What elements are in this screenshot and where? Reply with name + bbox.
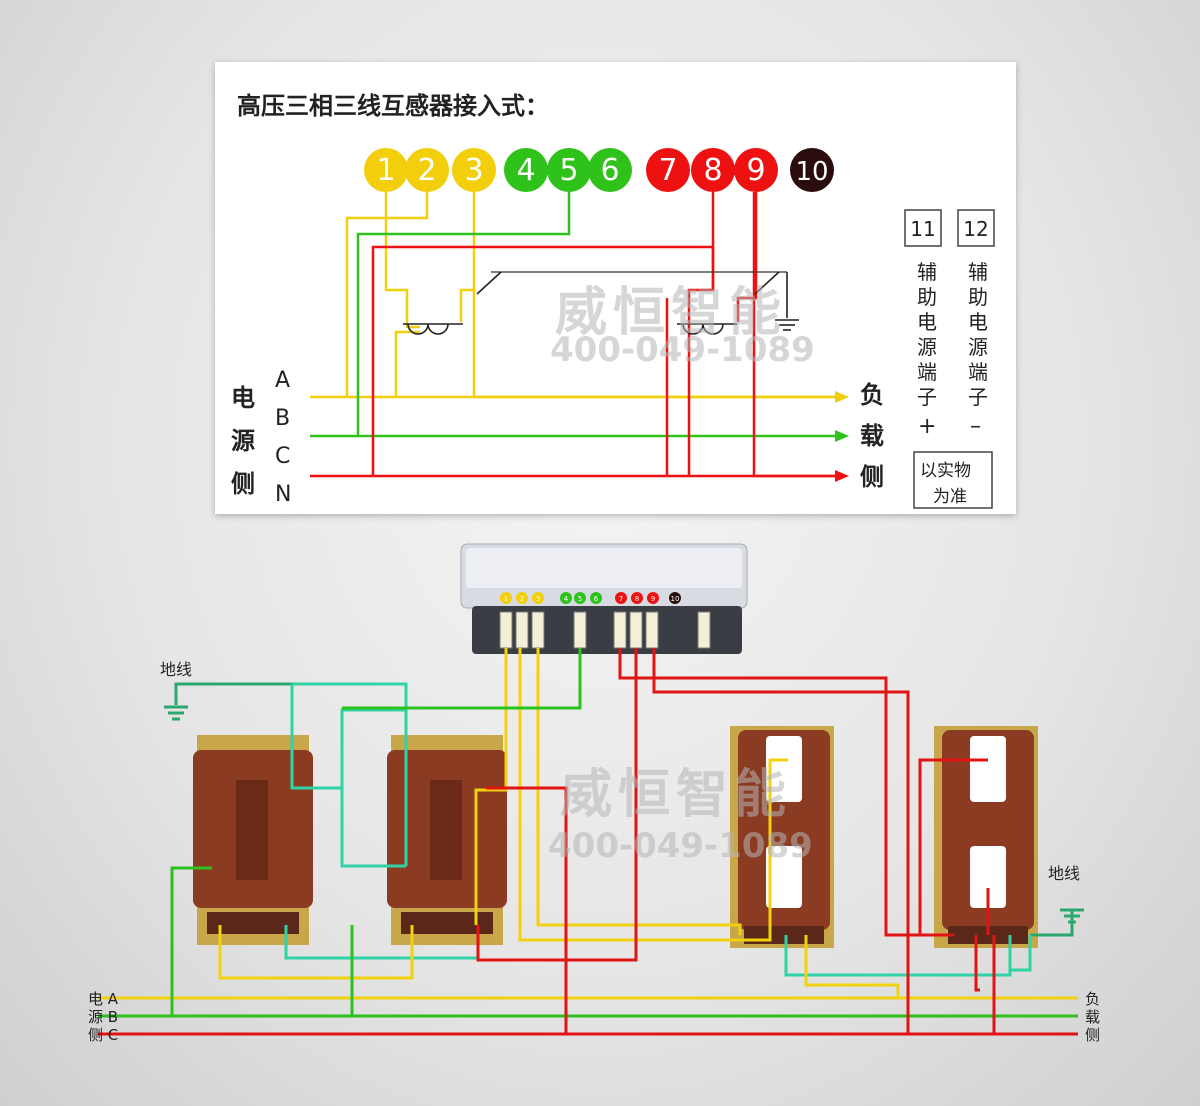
load-arrows xyxy=(835,391,849,482)
red-wires xyxy=(310,192,835,478)
meter-terminal-dots: 1 2 3 4 5 6 7 8 9 10 xyxy=(500,592,681,604)
meter-terminal-2-dot xyxy=(516,592,528,604)
green-wires xyxy=(310,192,835,438)
meter-terminal-6-label: 6 xyxy=(594,595,599,603)
terminal-6-label: 6 xyxy=(600,153,619,188)
terminal-2-circle xyxy=(405,148,449,192)
ground-label-left: 地线 xyxy=(160,660,193,679)
meter-terminal-10-dot xyxy=(669,592,681,604)
bottom-source-labels: 电 A 源 B 侧 C xyxy=(88,990,119,1044)
diagram-title: 高压三相三线互感器接入式： xyxy=(237,92,549,120)
meter-terminal-5-label: 5 xyxy=(578,595,582,603)
terminal-10-label: 10 xyxy=(795,157,828,187)
meter-terminal-7-dot xyxy=(615,592,627,604)
terminal-6-circle xyxy=(588,148,632,192)
terminal-9-circle xyxy=(734,148,778,192)
terminal-7-circle xyxy=(646,148,690,192)
ground-right-icon xyxy=(1030,908,1084,937)
green-wires-bottom xyxy=(98,648,1078,1018)
note-line1: 以实物 xyxy=(920,461,971,481)
meter-terminal-3-dot xyxy=(532,592,544,604)
ct-coils xyxy=(403,271,799,335)
aux-text-11: 辅助电源端子 xyxy=(917,260,937,409)
red-wires-bottom xyxy=(98,648,1078,1036)
meter-terminal-4-dot xyxy=(560,592,572,604)
meter-terminal-8-dot xyxy=(631,592,643,604)
terminal-4-label: 4 xyxy=(516,153,535,188)
pt-right-1 xyxy=(730,726,834,948)
terminal-8-label: 8 xyxy=(703,153,722,188)
terminal-9-label: 9 xyxy=(746,153,765,188)
terminal-5-label: 5 xyxy=(559,153,578,188)
load-side-label: 负载侧 xyxy=(860,381,884,491)
meter-terminal-4-label: 4 xyxy=(564,595,569,603)
source-side-label: 电源侧 xyxy=(231,384,255,498)
meter-terminal-9-dot xyxy=(647,592,659,604)
note-box xyxy=(913,451,993,509)
meter-terminal-8-label: 8 xyxy=(635,595,639,603)
aux-box-11 xyxy=(904,209,942,247)
terminal-1-label: 1 xyxy=(376,153,395,188)
meter-terminal-1-dot xyxy=(500,592,512,604)
meter-terminal-6-dot xyxy=(590,592,602,604)
terminal-10-circle xyxy=(790,148,834,192)
meter-terminal-10-label: 10 xyxy=(671,595,680,603)
aux-label-11: 11 xyxy=(910,217,936,241)
pt-right-2 xyxy=(934,726,1038,948)
meter-terminal-2-label: 2 xyxy=(520,595,524,603)
meter: 1 2 3 4 5 6 7 8 9 10 xyxy=(460,543,748,654)
note-line2: 为准 xyxy=(933,487,967,507)
ct-left-1 xyxy=(193,735,313,945)
meter-terminal-1-label: 1 xyxy=(504,595,508,603)
aux-plus: + xyxy=(918,414,937,439)
aux-box-12 xyxy=(957,209,995,247)
aux-minus: – xyxy=(970,414,981,439)
terminal-5-circle xyxy=(547,148,591,192)
meter-terminal-5-dot xyxy=(574,592,586,604)
terminal-2-label: 2 xyxy=(417,153,436,188)
terminal-3-circle xyxy=(452,148,496,192)
terminal-7-label: 7 xyxy=(658,153,677,188)
ground-left-icon xyxy=(164,682,292,721)
meter-terminal-9-label: 9 xyxy=(651,595,655,603)
meter-terminal-3-label: 3 xyxy=(536,595,540,603)
terminal-1-circle xyxy=(364,148,408,192)
terminal-4-circle xyxy=(504,148,548,192)
bottom-load-labels: 负载侧 xyxy=(1085,990,1101,1044)
terminal-8-circle xyxy=(691,148,735,192)
ground-label-right: 地线 xyxy=(1048,864,1081,883)
terminal-3-label: 3 xyxy=(464,153,483,188)
aux-text-12: 辅助电源端子 xyxy=(968,260,988,409)
meter-terminal-7-label: 7 xyxy=(619,595,623,603)
aux-label-12: 12 xyxy=(963,217,989,241)
